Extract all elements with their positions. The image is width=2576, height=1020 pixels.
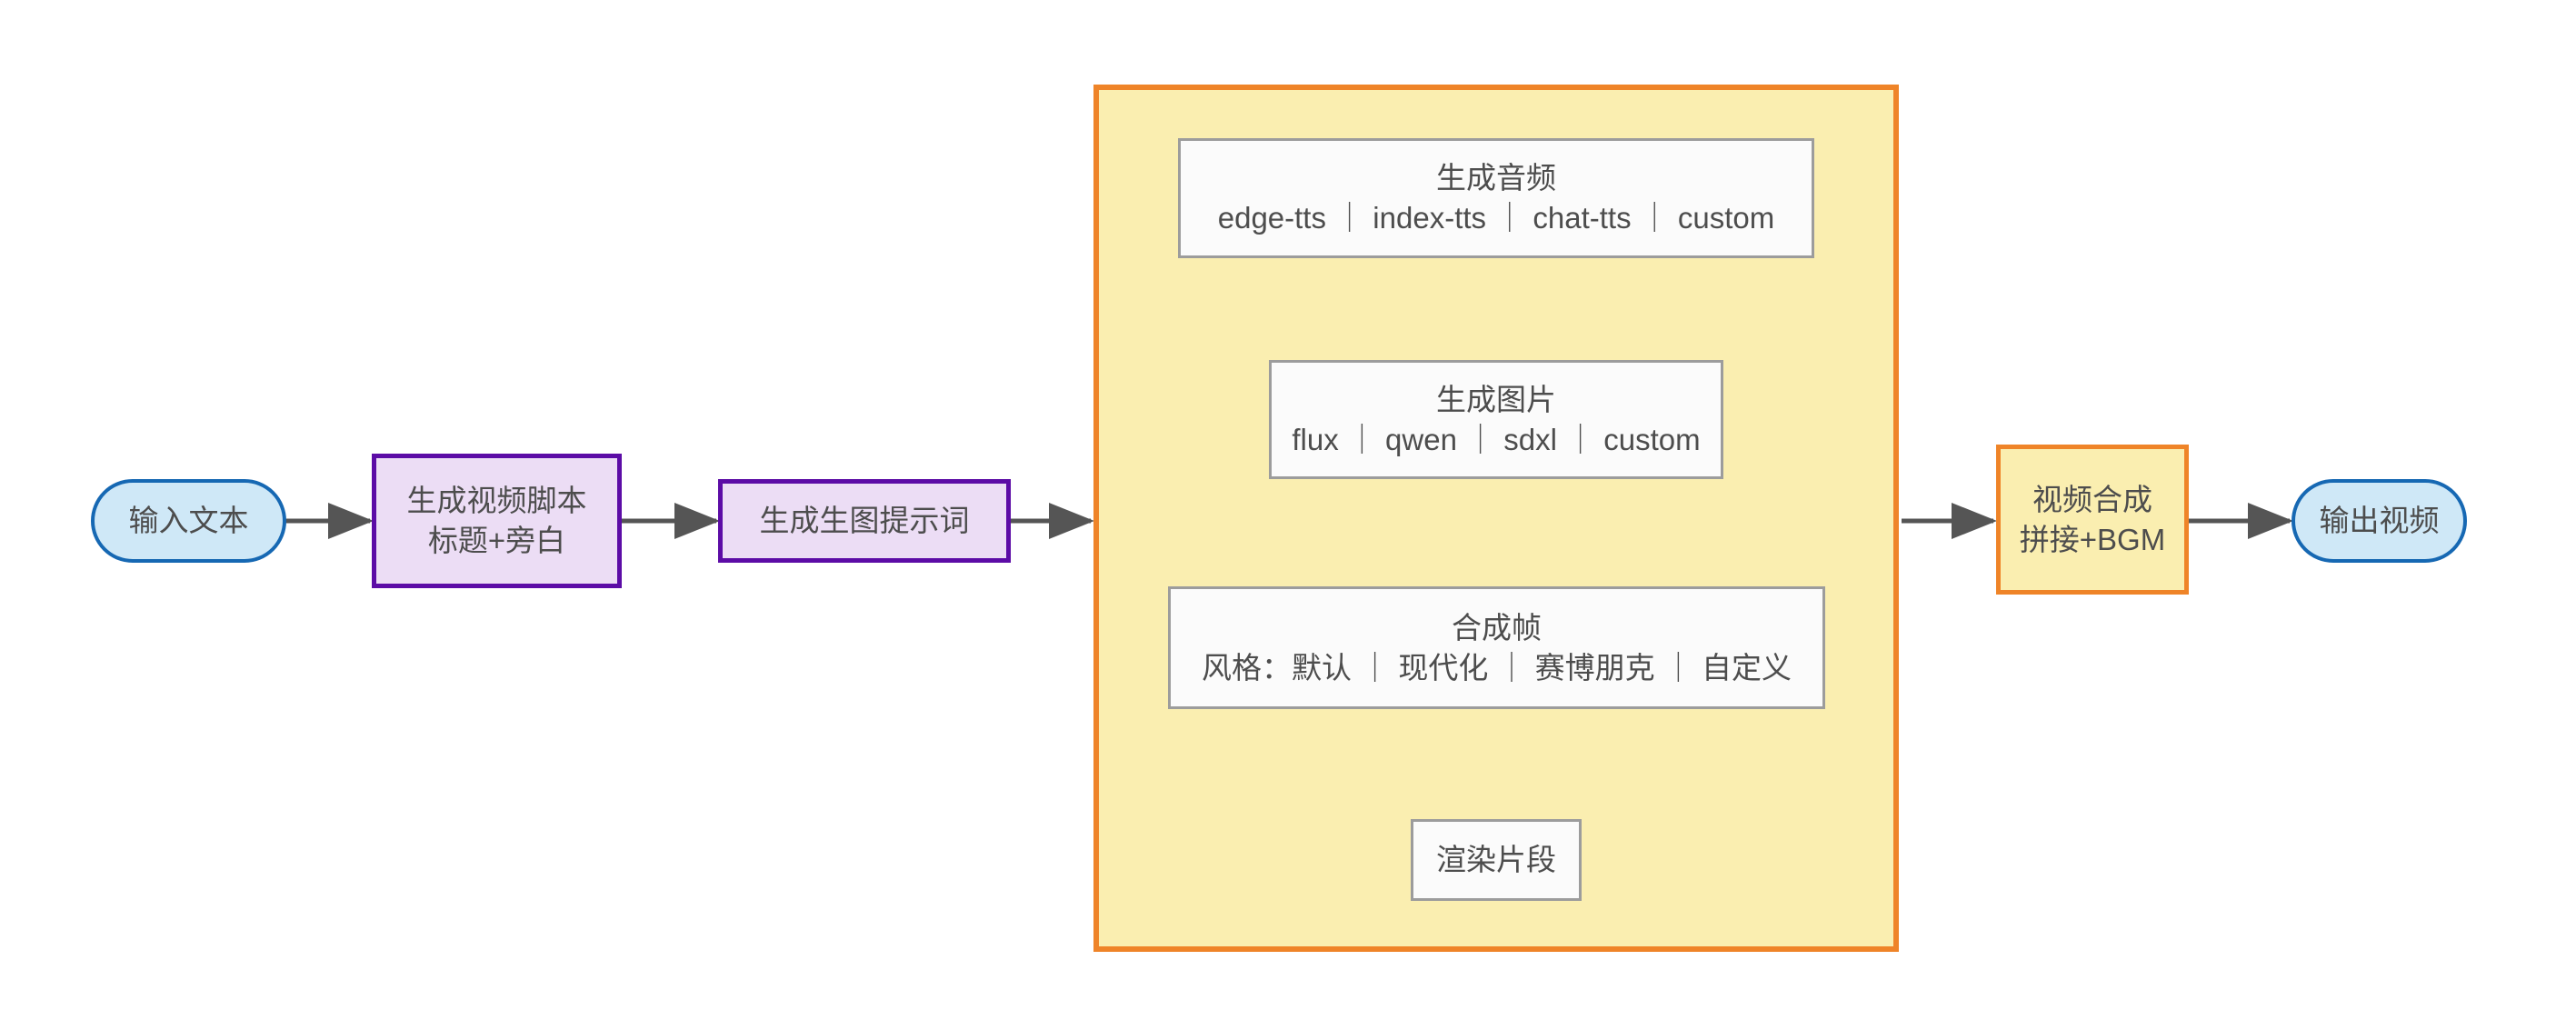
node-compose-frame-title: 合成帧 bbox=[1452, 610, 1542, 645]
node-generate-prompt-label: 生成生图提示词 bbox=[759, 504, 970, 538]
node-input-text[interactable]: 输入文本 bbox=[91, 479, 286, 563]
node-video-merge-line1: 视频合成 bbox=[2032, 482, 2152, 516]
node-generate-audio-options: edge-tts ｜ index-tts ｜ chat-tts ｜ custom bbox=[1217, 201, 1775, 235]
node-generate-script-line2: 标题+旁白 bbox=[427, 524, 566, 557]
node-generate-audio[interactable]: 生成音频 edge-tts ｜ index-tts ｜ chat-tts ｜ c… bbox=[1178, 138, 1814, 258]
node-generate-script-line1: 生成视频脚本 bbox=[406, 484, 587, 518]
node-video-merge-line2: 拼接+BGM bbox=[2019, 522, 2166, 556]
node-render-clip[interactable]: 渲染片段 bbox=[1411, 819, 1582, 901]
node-compose-frame-options: 风格：默认 ｜ 现代化 ｜ 赛博朋克 ｜ 自定义 bbox=[1201, 650, 1792, 685]
node-generate-image-title: 生成图片 bbox=[1436, 382, 1556, 416]
node-generate-audio-title: 生成音频 bbox=[1436, 161, 1556, 195]
node-output-video-label: 输出视频 bbox=[2319, 504, 2440, 538]
node-compose-frame[interactable]: 合成帧 风格：默认 ｜ 现代化 ｜ 赛博朋克 ｜ 自定义 bbox=[1168, 586, 1825, 709]
node-input-text-label: 输入文本 bbox=[128, 504, 249, 538]
node-generate-image-options: flux ｜ qwen ｜ sdxl ｜ custom bbox=[1292, 422, 1701, 456]
node-video-merge[interactable]: 视频合成 拼接+BGM bbox=[1996, 445, 2189, 595]
node-generate-script[interactable]: 生成视频脚本 标题+旁白 bbox=[372, 454, 622, 588]
node-render-clip-label: 渲染片段 bbox=[1436, 843, 1556, 877]
node-generate-prompt[interactable]: 生成生图提示词 bbox=[718, 479, 1011, 563]
node-generate-image[interactable]: 生成图片 flux ｜ qwen ｜ sdxl ｜ custom bbox=[1269, 360, 1723, 479]
node-output-video[interactable]: 输出视频 bbox=[2291, 479, 2467, 563]
